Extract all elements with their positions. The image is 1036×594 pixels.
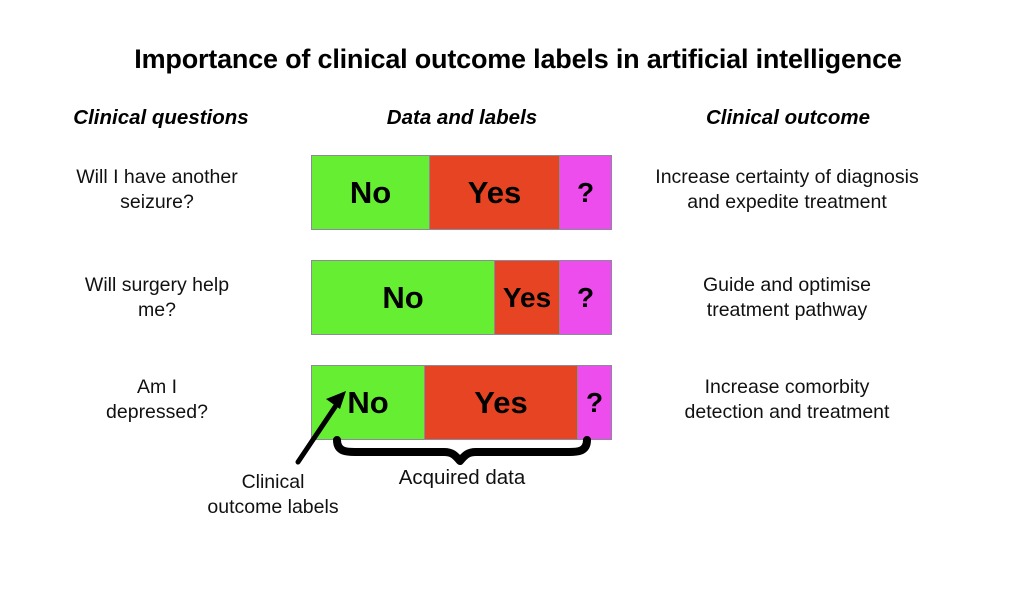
segment-no-depression[interactable]: No [311, 365, 425, 440]
segment-unknown-surgery[interactable]: ? [559, 260, 612, 335]
question-line: Will I have another [76, 166, 238, 188]
segment-unknown-seizure[interactable]: ? [559, 155, 612, 230]
question-text-surgery: Will surgery help me? [22, 273, 292, 323]
segment-yes-depression[interactable]: Yes [424, 365, 578, 440]
question-line: depressed? [106, 401, 208, 423]
label-bar-seizure: No Yes ? [311, 155, 612, 230]
outcome-line: and expedite treatment [687, 191, 887, 213]
outcome-line: Guide and optimise [702, 274, 872, 296]
outcome-line: Increase comorbity [704, 376, 870, 398]
outcome-text-depression: Increase comorbity detection and treatme… [622, 375, 952, 425]
outcome-line: Increase certainty of diagnosis [655, 166, 919, 188]
annotation-clinical-outcome-labels: Clinical outcome labels [178, 470, 368, 520]
column-header-clinical-outcome: Clinical outcome [705, 106, 871, 129]
annotation-line: outcome labels [207, 496, 339, 518]
outcome-line: detection and treatment [684, 401, 890, 423]
segment-no-seizure[interactable]: No [311, 155, 430, 230]
annotation-line: Clinical [241, 471, 305, 493]
annotation-acquired-data: Acquired data [398, 466, 526, 489]
figure-title: Importance of clinical outcome labels in… [134, 44, 902, 74]
segment-no-surgery[interactable]: No [311, 260, 495, 335]
question-text-seizure: Will I have another seizure? [22, 165, 292, 215]
outcome-text-surgery: Guide and optimise treatment pathway [622, 273, 952, 323]
question-line: me? [138, 299, 176, 321]
question-line: seizure? [120, 191, 194, 213]
segment-yes-seizure[interactable]: Yes [429, 155, 560, 230]
segment-unknown-depression[interactable]: ? [577, 365, 612, 440]
column-header-data-and-labels: Data and labels [386, 106, 538, 129]
acquired-data-brace-icon [333, 436, 591, 465]
segment-yes-surgery[interactable]: Yes [494, 260, 560, 335]
outcome-line: treatment pathway [706, 299, 868, 321]
label-bar-depression: No Yes ? [311, 365, 612, 440]
question-line: Am I [136, 376, 178, 398]
column-header-clinical-questions: Clinical questions [73, 106, 249, 129]
question-line: Will surgery help [84, 274, 230, 296]
outcome-text-seizure: Increase certainty of diagnosis and expe… [622, 165, 952, 215]
label-bar-surgery: No Yes ? [311, 260, 612, 335]
question-text-depression: Am I depressed? [22, 375, 292, 425]
